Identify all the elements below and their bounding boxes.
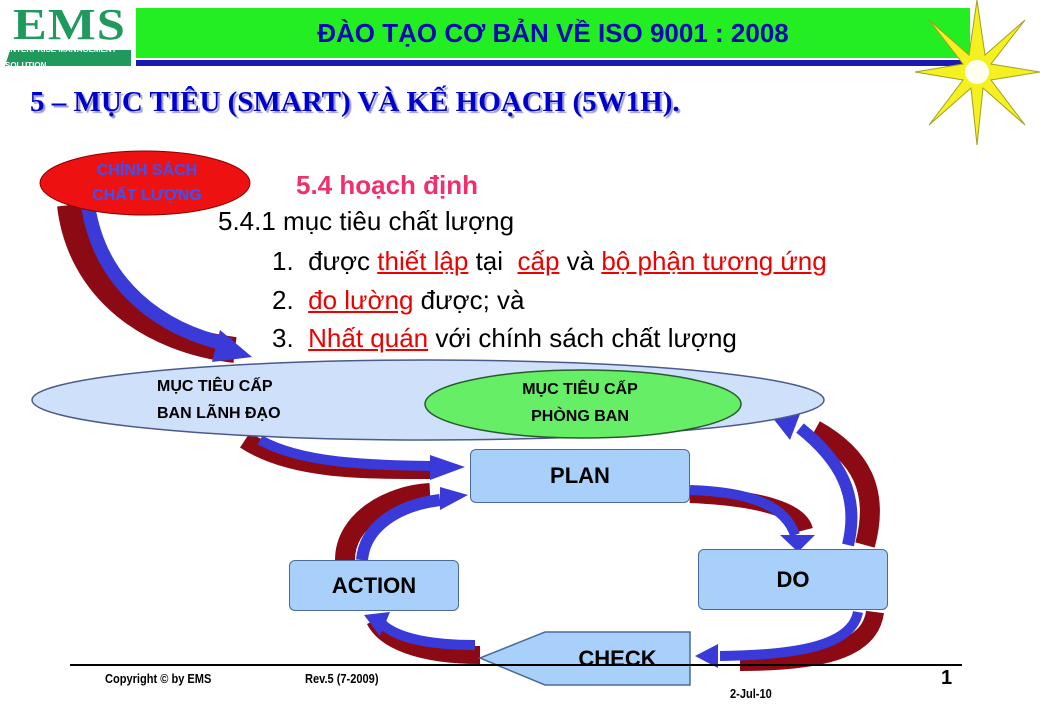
plan-box: PLAN bbox=[470, 449, 690, 503]
list-item: 2. đo lường được; và bbox=[272, 285, 525, 315]
mgmt-objectives-label-1: MỤC TIÊU CẤP bbox=[157, 378, 273, 395]
section-heading: 5.4 hoạch định bbox=[296, 170, 479, 200]
check-shape bbox=[478, 631, 691, 686]
subsection-heading: 5.4.1 mục tiêu chất lượng bbox=[218, 206, 515, 236]
list-item: 1. được thiết lập tại cấp và bộ phận tươ… bbox=[272, 246, 827, 276]
check-label: CHECK bbox=[578, 645, 657, 671]
ems-logo: EMS ENTERPRISE MANAGEMENT SOLUTION bbox=[5, 4, 131, 66]
policy-label-1: CHÍNH SÁCH bbox=[96, 162, 198, 179]
action-plan-arrow bbox=[335, 483, 431, 561]
date: 2-Jul-10 bbox=[730, 686, 772, 701]
list-item: 3. Nhất quán với chính sách chất lượng bbox=[272, 323, 737, 353]
do-check-arrow bbox=[739, 610, 884, 671]
slide-title: 5 – MỤC TIÊU (SMART) VÀ KẾ HOẠCH (5W1H). bbox=[30, 86, 680, 118]
dept-objectives-label-2: PHÒNG BAN bbox=[531, 408, 629, 425]
revision: Rev.5 (7-2009) bbox=[305, 671, 379, 686]
feedback-arrow bbox=[809, 421, 880, 548]
header-divider bbox=[136, 60, 970, 66]
mgmt-objectives-label-2: BAN LÃNH ĐẠO bbox=[157, 405, 281, 422]
do-box: DO bbox=[698, 549, 888, 610]
page-number: 1 bbox=[941, 667, 953, 689]
dept-objectives-label-1: MỤC TIÊU CẤP bbox=[522, 381, 638, 398]
policy-label-2: CHẤT LƯỢNG bbox=[92, 187, 202, 204]
copyright: Copyright © by EMS bbox=[105, 671, 212, 686]
footer-divider bbox=[70, 664, 962, 666]
dept-ellipse bbox=[424, 369, 742, 439]
policy-ellipse bbox=[39, 150, 251, 216]
star-icon bbox=[915, 0, 1040, 145]
action-box: ACTION bbox=[289, 560, 459, 611]
header-banner: ĐÀO TẠO CƠ BẢN VỀ ISO 9001 : 2008 bbox=[136, 8, 970, 58]
